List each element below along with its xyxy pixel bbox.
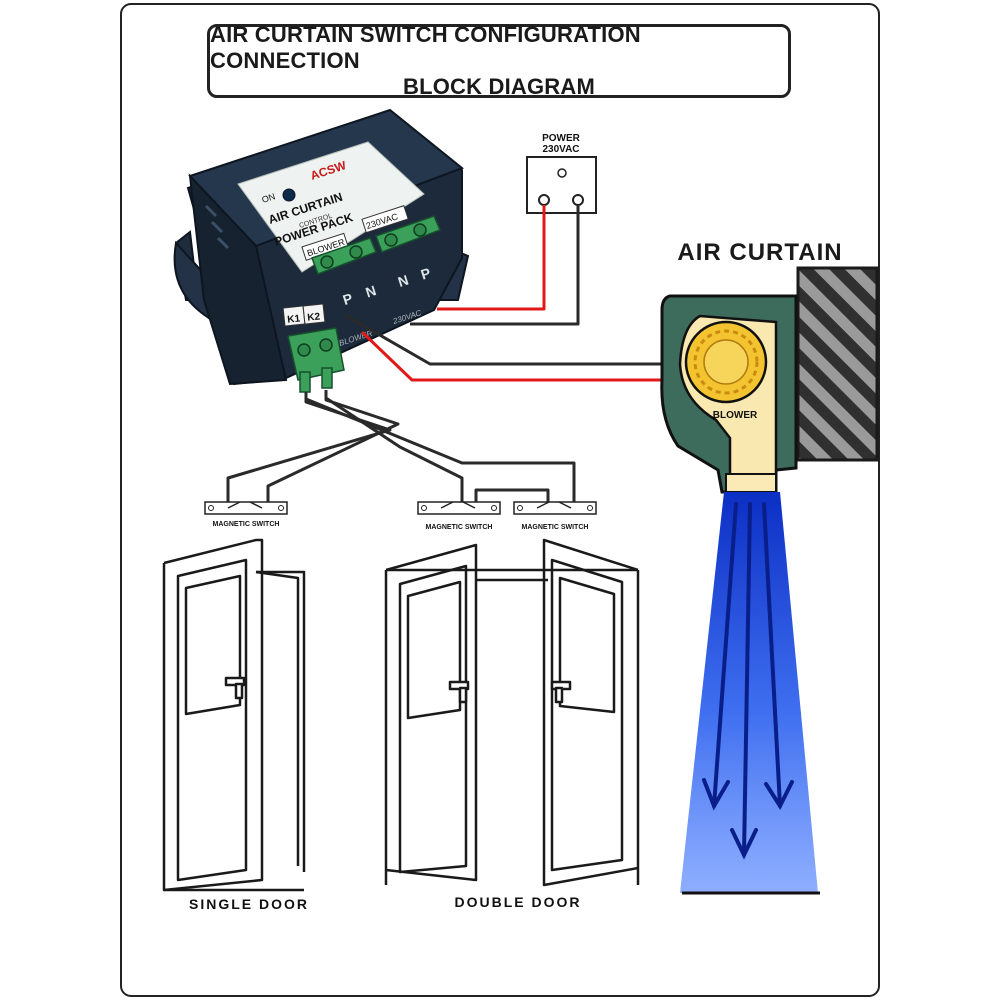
power-led-icon (282, 188, 296, 202)
switch-wire-4 (226, 392, 392, 503)
switch-wire-5 (266, 392, 400, 503)
blower-terminals (311, 237, 377, 275)
wiring (226, 205, 690, 503)
power-label-line1: POWER (542, 133, 581, 144)
diagram-title-line2: BLOCK DIAGRAM (402, 74, 596, 99)
terminal-n2-label: N (396, 272, 411, 290)
power-label-line2: 230VAC (542, 144, 579, 155)
airflow-arrows (702, 502, 794, 860)
magnetic-switch-label: MAGNETIC SWITCH (213, 521, 280, 528)
magnetic-switch-double-right: MAGNETIC SWITCH (513, 501, 597, 531)
on-label: ON (261, 191, 277, 205)
k1-label: K1 (287, 313, 301, 325)
wall-hatched (796, 266, 879, 462)
single-door (162, 538, 306, 892)
magnetic-switch-single: MAGNETIC SWITCH (204, 501, 288, 528)
blower-wire-black (344, 313, 690, 366)
single-door-label: SINGLE DOOR (189, 896, 309, 912)
air-curtain-unit: BLOWER (660, 294, 798, 494)
blower-wire-red (360, 330, 690, 382)
air-curtain-title: AIR CURTAIN (677, 239, 842, 266)
switch-bridge-wire (474, 488, 550, 503)
k2-label: K2 (307, 311, 321, 323)
blower-label: BLOWER (713, 410, 758, 421)
double-door-label: DOUBLE DOOR (455, 894, 582, 910)
airflow-beam (680, 492, 820, 895)
power-pack: ON ACSW AIR CURTAIN CONTROL POWER PACK B… (173, 108, 470, 393)
diagram-title-box: AIR CURTAIN SWITCH CONFIGURATION CONNECT… (207, 22, 791, 99)
diagram-title-line1: AIR CURTAIN SWITCH CONFIGURATION CONNECT… (210, 22, 641, 73)
double-door (384, 538, 640, 887)
magnetic-switch-double-left: MAGNETIC SWITCH (417, 501, 501, 531)
terminal-n-label: N (364, 282, 379, 300)
power-wire-red (437, 205, 546, 311)
magnetic-switch-label: MAGNETIC SWITCH (522, 524, 589, 531)
switch-terminal-block (287, 327, 345, 393)
magnetic-switch-label: MAGNETIC SWITCH (426, 524, 493, 531)
power-socket: POWER 230VAC (526, 133, 597, 214)
power-wire-black (410, 205, 580, 326)
power-terminals (375, 215, 441, 253)
